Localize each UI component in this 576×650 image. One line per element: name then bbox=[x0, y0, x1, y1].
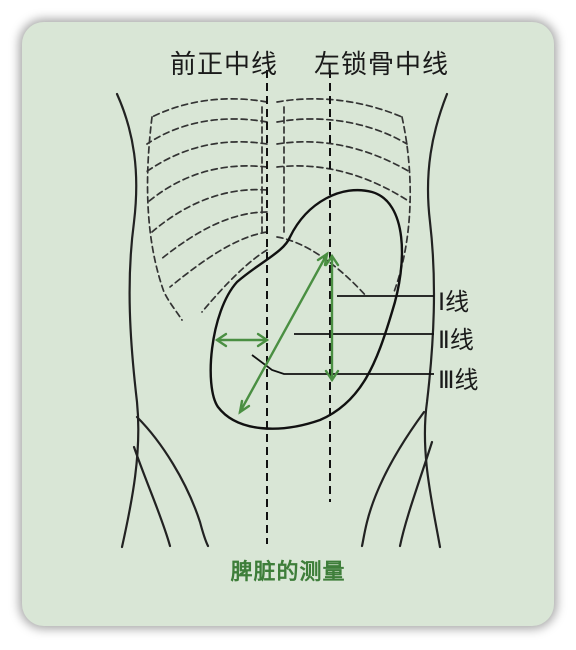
arrow-line-1-head-top bbox=[316, 251, 329, 267]
measurement-arrows bbox=[214, 251, 340, 415]
torso-left-contour bbox=[115, 92, 140, 549]
torso-outline bbox=[115, 92, 449, 549]
rib-right-1 bbox=[276, 98, 403, 118]
spleen-outline bbox=[209, 188, 404, 430]
arrow-line-3-head-right bbox=[256, 332, 270, 348]
rib-right-margin bbox=[276, 236, 368, 298]
left-groin-contour bbox=[132, 445, 172, 548]
arrow-line-2-head-bottom bbox=[324, 369, 340, 383]
line-3-label: Ⅲ线 bbox=[438, 366, 479, 394]
rib-left-4 bbox=[147, 165, 268, 203]
arrow-line-3-head-left bbox=[214, 332, 228, 348]
rib-left-margin bbox=[201, 249, 268, 313]
right-hip-contour bbox=[360, 410, 426, 548]
line-2-label: Ⅱ线 bbox=[438, 326, 474, 354]
diagram-caption: 脾脏的测量 bbox=[230, 560, 346, 585]
torso-right-contour bbox=[423, 92, 449, 549]
spleen-measurement-diagram bbox=[115, 70, 449, 549]
rib-left-8 bbox=[146, 116, 183, 321]
midclavicular-line-label: 左锁骨中线 bbox=[314, 50, 450, 80]
rib-left-5 bbox=[151, 188, 268, 233]
arrow-line-1 bbox=[238, 252, 329, 414]
arrow-line-2-head-top bbox=[324, 253, 340, 267]
rib-right-3 bbox=[276, 141, 411, 173]
rib-left-2 bbox=[146, 118, 268, 145]
rib-left-7 bbox=[169, 231, 268, 288]
rib-left-3 bbox=[145, 141, 268, 173]
measurement-lines bbox=[251, 295, 434, 375]
left-hip-contour bbox=[135, 415, 210, 548]
right-groin-contour bbox=[398, 440, 434, 548]
rib-cage bbox=[145, 97, 412, 321]
rib-left-1 bbox=[151, 97, 268, 118]
line-3-guide bbox=[251, 354, 434, 375]
rib-right-4 bbox=[276, 165, 411, 203]
line-1-label: Ⅰ线 bbox=[438, 288, 470, 316]
rib-left-6 bbox=[159, 211, 268, 261]
diagram-card: 前正中线 左锁骨中线 Ⅰ线 Ⅱ线 Ⅲ线 脾脏的测量 bbox=[22, 22, 554, 626]
rib-right-2 bbox=[276, 118, 408, 145]
arrow-line-1-head-bottom bbox=[238, 399, 251, 415]
midline-label: 前正中线 bbox=[170, 50, 279, 80]
